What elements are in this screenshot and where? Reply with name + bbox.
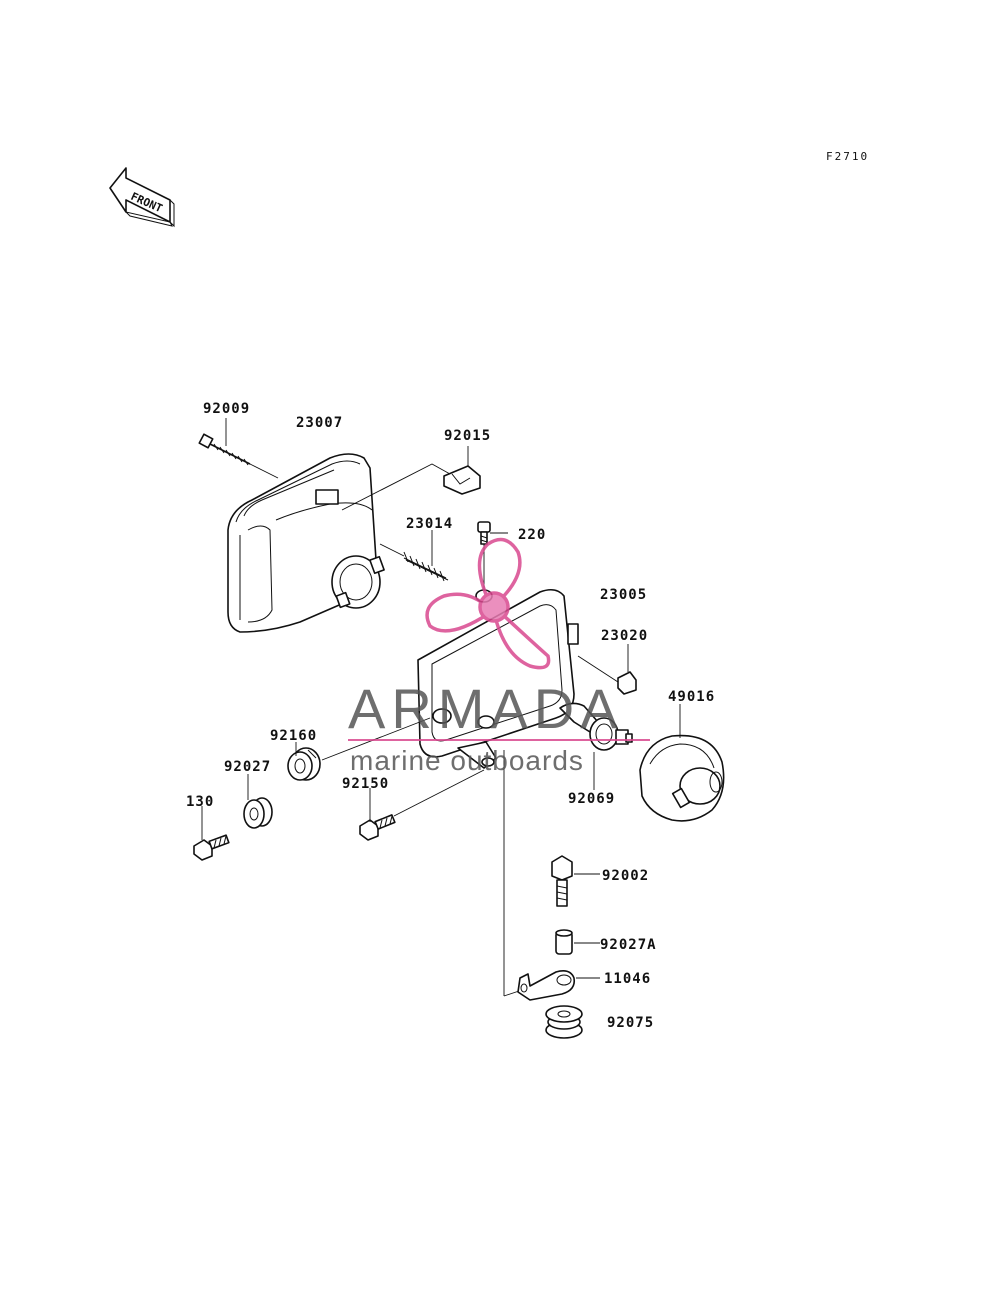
part-label-92009: 92009 (203, 401, 250, 417)
part-label-23020: 23020 (601, 628, 648, 644)
rubber-grommet (287, 747, 321, 781)
diagram-code: F2710 (826, 150, 869, 163)
bracket-collar (555, 929, 573, 955)
ground-bracket (517, 970, 576, 1001)
flange-bolt (193, 834, 230, 861)
headlight-housing (227, 453, 385, 633)
part-label-11046: 11046 (604, 971, 651, 987)
part-label-23014: 23014 (406, 516, 453, 532)
adjusting-spring (403, 551, 449, 582)
spring-clip (443, 465, 481, 495)
part-label-92069: 92069 (568, 791, 615, 807)
mounting-screw (359, 814, 396, 841)
adjusting-screw (477, 521, 491, 545)
part-label-23005: 23005 (600, 587, 647, 603)
part-label-92027: 92027 (224, 759, 271, 775)
part-label-92075: 92075 (607, 1015, 654, 1031)
part-label-92160: 92160 (270, 728, 317, 744)
bracket-nut (617, 671, 637, 695)
watermark: ARMADA marine outboards (348, 537, 650, 776)
part-label-130: 130 (186, 794, 214, 810)
part-label-23007: 23007 (296, 415, 343, 431)
part-label-92027A: 92027A (600, 937, 657, 953)
propeller-logo-icon (425, 537, 551, 670)
front-arrow-icon: FRONT (109, 167, 175, 228)
rubber-damper (545, 1005, 583, 1039)
part-label-92150: 92150 (342, 776, 389, 792)
part-label-92015: 92015 (444, 428, 491, 444)
collar (243, 797, 273, 829)
part-label-49016: 49016 (668, 689, 715, 705)
watermark-tagline: marine outboards (350, 745, 584, 776)
bracket-bolt (551, 855, 573, 907)
part-label-220: 220 (518, 527, 546, 543)
watermark-brand: ARMADA (348, 677, 624, 740)
bulb-cover-cap (639, 734, 725, 822)
long-screw (198, 433, 279, 479)
part-label-92002: 92002 (602, 868, 649, 884)
